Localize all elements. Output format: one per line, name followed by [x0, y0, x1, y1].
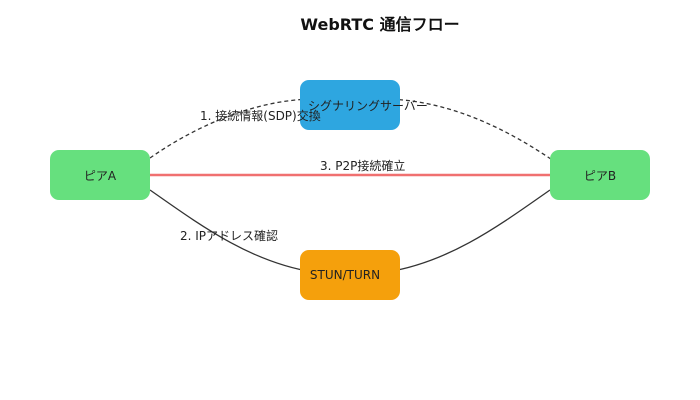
node-peer-b: ピアB [550, 150, 650, 200]
edge-label-p2p: 3. P2P接続確立 [320, 158, 405, 173]
edge-peer-b-to-stun [386, 189, 551, 276]
node-label-signaling-server: シグナリングサーバー [308, 99, 428, 113]
node-signaling-server: シグナリングサーバー [300, 80, 428, 130]
node-peer-a: ピアA [50, 150, 150, 200]
node-label-peer-a: ピアA [84, 169, 117, 183]
diagram-title: WebRTC 通信フロー [300, 15, 459, 34]
edge-label-sdp-exchange: 1. 接続情報(SDP)交換 [200, 108, 321, 123]
edge-label-ip-check: 2. IPアドレス確認 [180, 228, 278, 243]
node-label-stun-turn: STUN/TURN [310, 268, 380, 282]
edge-peer-a-to-stun [149, 189, 314, 276]
edge-signaling-to-peer-b [384, 98, 562, 167]
edge-peer-a-to-signaling [149, 94, 314, 159]
node-stun-turn: STUN/TURN [300, 250, 400, 300]
node-label-peer-b: ピアB [584, 169, 616, 183]
